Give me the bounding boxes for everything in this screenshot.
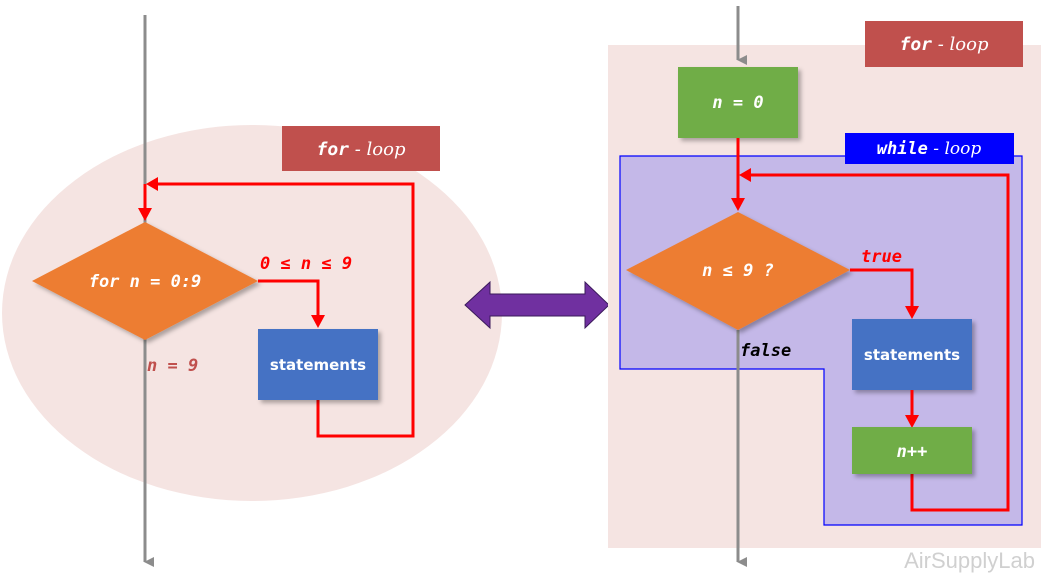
true-arrowhead (905, 306, 919, 319)
init-text: n = 0 (712, 93, 763, 113)
init-box (678, 67, 798, 138)
loop-back-arrowhead (146, 177, 158, 191)
loop-back-line (152, 182, 415, 438)
outer-for-label-box (865, 21, 1023, 67)
increment-box (852, 427, 972, 474)
entry-arrowhead (138, 208, 152, 221)
keyword: for (317, 139, 350, 160)
for-loop-label: for - loop (317, 139, 406, 160)
while-loop-back-line (746, 173, 1010, 512)
condition-arrowhead (311, 315, 325, 328)
true-label: true (861, 247, 902, 267)
left-statements-box (258, 329, 378, 400)
for-loop-region (2, 125, 502, 501)
true-line (850, 268, 914, 309)
double-arrow-icon (464, 280, 610, 330)
for-loop-label-box (282, 126, 440, 171)
while-loop-back-arrowhead (739, 168, 751, 182)
for-decision (32, 222, 258, 340)
left-statements-text: statements (270, 356, 366, 374)
exit-label: n = 9 (147, 356, 198, 376)
while-label: while - loop (877, 139, 982, 159)
while-decision-text: n ≤ 9 ? (702, 261, 774, 281)
condition-label: 0 ≤ n ≤ 9 (260, 254, 352, 274)
false-label: false (740, 341, 791, 361)
increment-text: n++ (897, 442, 928, 462)
outer-for-label: for - loop (900, 34, 989, 55)
init-to-decision-arrowhead (731, 198, 745, 211)
for-decision-text: for n = 0:9 (89, 272, 202, 292)
watermark: AirSupplyLab (904, 548, 1035, 573)
condition-line (258, 279, 320, 318)
while-label-box (845, 133, 1014, 164)
statements-to-increment-arrowhead (905, 415, 919, 428)
right-statements-box (852, 319, 972, 390)
right-statements-text: statements (864, 346, 960, 364)
while-decision (626, 212, 850, 330)
